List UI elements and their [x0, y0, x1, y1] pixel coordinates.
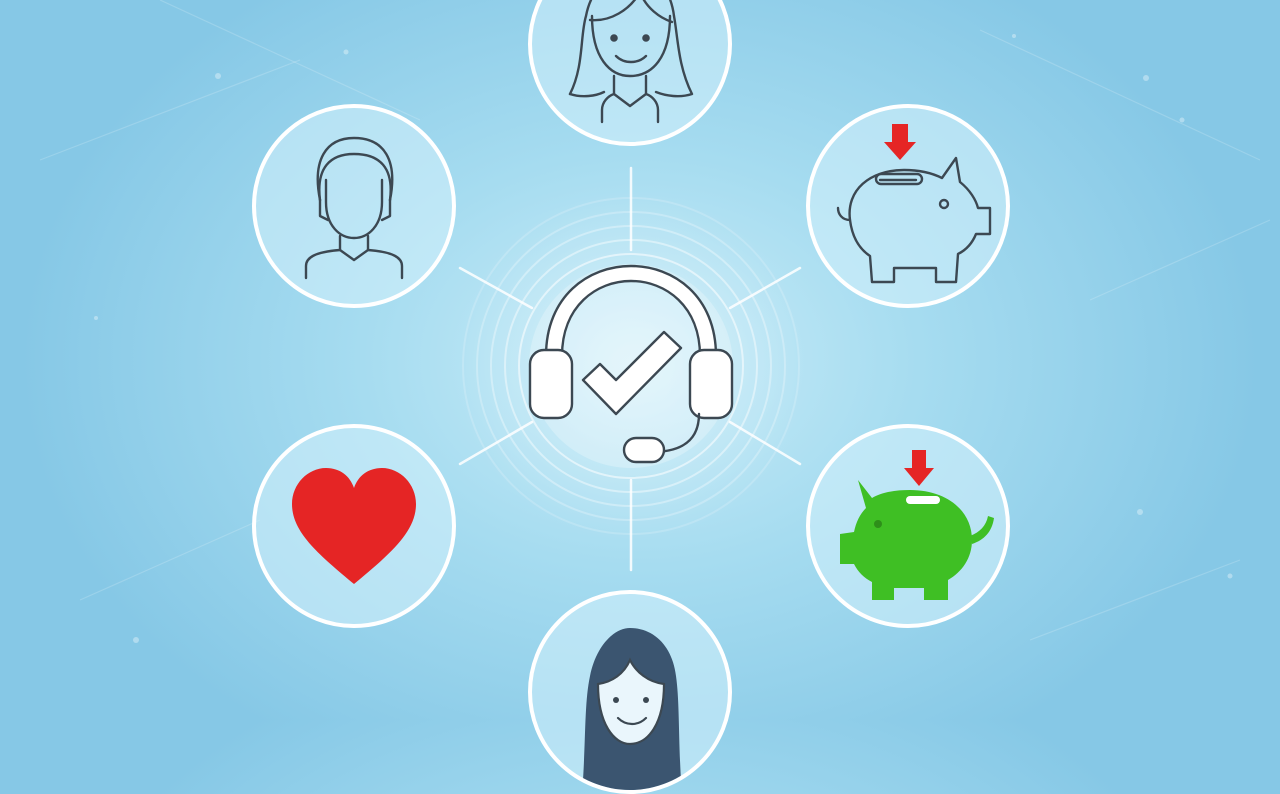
piggy-bank-outline-icon — [836, 124, 992, 284]
background-network-lines — [39, 0, 1271, 641]
woman-outline-icon — [568, 0, 694, 124]
woman-dark-hair-icon — [582, 628, 682, 790]
bubble-lower-right — [806, 424, 1010, 628]
background-dots — [94, 34, 1233, 643]
deposit-arrow-icon — [904, 450, 934, 486]
sonar-rings — [462, 197, 800, 535]
deposit-arrow-icon — [884, 124, 916, 160]
person-outline-icon — [304, 136, 404, 280]
hub-scene — [39, 0, 1271, 643]
bubble-upper-right — [806, 104, 1010, 308]
headset-with-checkmark-icon — [528, 265, 734, 464]
bubble-bottom — [528, 590, 732, 794]
heart-icon — [292, 468, 416, 584]
piggy-bank-green-icon — [840, 450, 994, 600]
bubble-lower-left — [252, 424, 456, 628]
bubble-upper-left — [252, 104, 456, 308]
bubble-top — [528, 0, 732, 146]
